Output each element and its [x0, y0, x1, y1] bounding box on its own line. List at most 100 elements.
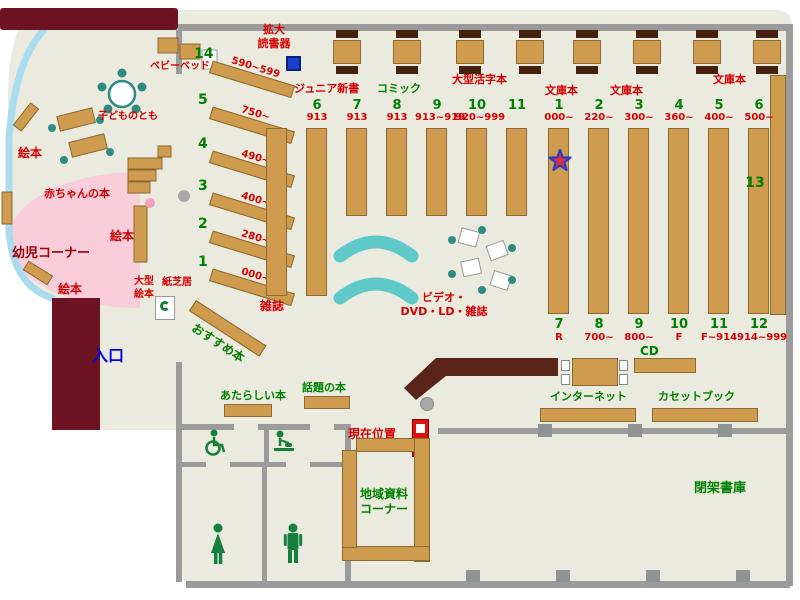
chair — [619, 374, 628, 385]
shelf-bar — [306, 128, 327, 296]
chair — [756, 66, 778, 74]
shelf-range: 220~ — [584, 112, 614, 123]
shelf-range: 500~ — [744, 112, 774, 123]
shelf-range: 914~999 — [737, 332, 788, 343]
bench-icon — [155, 296, 175, 320]
shelf-number: 3 — [198, 178, 208, 194]
chair — [561, 360, 570, 371]
baby-bed-label: ベビーベッド — [150, 61, 210, 72]
shelf-bar — [668, 128, 689, 314]
shelf-range: 913 — [386, 112, 408, 123]
cassette-label: カセットブック — [658, 390, 735, 403]
internet-table — [572, 358, 618, 386]
shelf-number: 5 — [198, 92, 208, 108]
chair — [756, 30, 778, 38]
topic-books-shelf — [304, 396, 350, 409]
chair — [561, 374, 570, 385]
service-counter — [404, 358, 558, 400]
children-round-table — [97, 68, 147, 114]
children-tables — [1, 37, 201, 286]
pillar-round — [420, 397, 434, 411]
bunko-label: 文庫本 — [610, 84, 643, 97]
cassette-shelf — [652, 408, 758, 422]
shelf-number: 9 — [634, 317, 644, 332]
table — [633, 40, 661, 64]
closed-stacks-label: 閉架書庫 — [694, 481, 747, 496]
shelf-number: 3 — [634, 98, 644, 113]
shelf-range: F — [675, 332, 683, 343]
table — [693, 40, 721, 64]
shelf-bar — [426, 128, 447, 216]
comic-label: コミック — [377, 82, 421, 95]
local-corner-shelf — [342, 546, 430, 561]
ehon-label: 絵本 — [58, 282, 83, 296]
kodomo-no-tomo-label: 子どものとも — [98, 111, 158, 122]
kamishibai-label: 紙芝居 — [162, 277, 192, 288]
chair — [576, 30, 598, 38]
chair — [636, 66, 658, 74]
magazine-label: 雑誌 — [260, 299, 285, 313]
shelf-bar — [386, 128, 407, 216]
table — [393, 40, 421, 64]
magnifier-line2: 読書器 — [257, 36, 291, 50]
children-cushion — [145, 198, 155, 208]
shelf-range: F~914 — [700, 332, 738, 343]
table — [753, 40, 781, 64]
bunko-label: 文庫本 — [545, 84, 578, 97]
table — [333, 40, 361, 64]
shelf-number: 1 — [554, 98, 564, 113]
shelf-number: 7 — [352, 98, 362, 113]
reading-table — [752, 30, 782, 74]
shelf-number: 2 — [594, 98, 604, 113]
shelf-number: 10 — [669, 317, 689, 332]
shelf-range: 913~919 — [415, 112, 466, 123]
chair — [459, 30, 481, 38]
shelf-range: 920~999 — [455, 112, 506, 123]
man-icon — [283, 523, 303, 563]
chair — [696, 66, 718, 74]
children-pillar — [178, 190, 190, 202]
top-left-wall — [0, 8, 178, 30]
reading-table — [515, 30, 545, 74]
large-print-label: 大型活字本 — [452, 73, 507, 86]
pillars — [466, 424, 750, 582]
chair — [396, 30, 418, 38]
chair — [519, 66, 541, 74]
chair — [636, 30, 658, 38]
cd-label: CD — [640, 344, 659, 358]
shelf-bar — [588, 128, 609, 314]
shelf-number: 6 — [754, 98, 764, 113]
junior-shinsho-label: ジュニア新書 — [294, 82, 360, 95]
magnifier-device-icon — [286, 56, 301, 71]
shelf-number: 12 — [749, 317, 769, 332]
chair — [576, 66, 598, 74]
topic-books-label: 話題の本 — [302, 381, 346, 394]
new-books-shelf — [224, 404, 272, 417]
shelf-bar — [346, 128, 367, 216]
new-books-label: あたらしい本 — [220, 389, 286, 402]
local-corner-label: 地域資料 コーナー — [352, 487, 416, 517]
shelf-number: 8 — [594, 317, 604, 332]
shelf-number: 8 — [392, 98, 402, 113]
shelf-number: 14 — [194, 46, 214, 62]
shelf-range: R — [555, 332, 563, 343]
video-corner-tables — [457, 227, 513, 292]
reading-table — [332, 30, 362, 74]
shelf-number: 2 — [198, 216, 208, 232]
entrance-label: 入口 — [92, 346, 125, 365]
c-shape-icon — [160, 301, 170, 311]
chair — [519, 30, 541, 38]
ehon-label: 絵本 — [18, 146, 43, 160]
infant-corner-label: 幼児コーナー — [12, 246, 91, 261]
curved-display — [333, 235, 419, 305]
video-line1: ビデオ・ — [422, 291, 466, 304]
shelf-number: 10 — [467, 98, 487, 113]
ehon-label: 絵本 — [110, 229, 135, 243]
video-corner-stools — [448, 226, 516, 294]
shelf-number-13: 13 — [745, 175, 765, 191]
reading-table — [392, 30, 422, 74]
shelf-bar — [748, 128, 769, 314]
large-ehon-line1: 大型 — [134, 276, 154, 287]
large-ehon-line2: 絵本 — [134, 288, 154, 300]
wheelchair-icon — [205, 429, 226, 456]
